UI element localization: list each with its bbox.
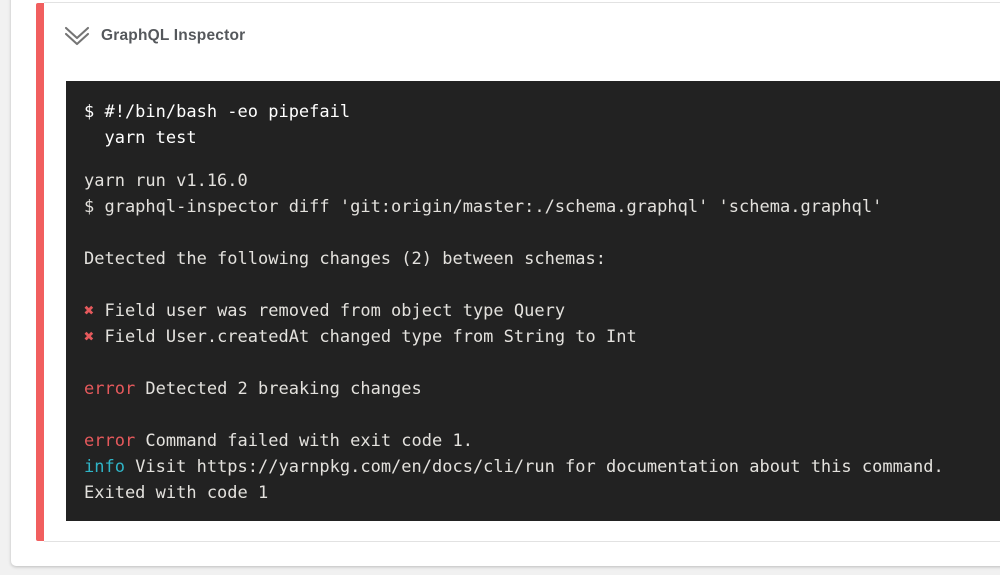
step-header[interactable]: GraphQL Inspector — [63, 24, 245, 48]
terminal-line: $ graphql-inspector diff 'git:origin/mas… — [84, 194, 1000, 220]
double-chevron-down-icon — [64, 26, 90, 46]
step-title: GraphQL Inspector — [101, 27, 246, 44]
terminal-line: error Command failed with exit code 1. — [84, 428, 1000, 454]
terminal-segment: Command failed with exit code 1. — [135, 431, 473, 451]
terminal-line: error Detected 2 breaking changes — [84, 376, 1000, 402]
terminal-line — [84, 220, 1000, 246]
terminal-command: $ #!/bin/bash -eo pipefail yarn test — [84, 102, 351, 148]
terminal-segment: Visit https://yarnpkg.com/en/docs/cli/ru… — [124, 457, 944, 477]
terminal-segment-cyan: info — [84, 457, 125, 477]
job-step-card: GraphQL Inspector $ #!/bin/bash -eo pipe… — [11, 0, 1000, 566]
terminal-segment: yarn run v1.16.0 — [84, 171, 248, 191]
step-top-divider — [44, 2, 1000, 3]
terminal-segment-red: ✖ — [84, 301, 95, 321]
terminal-segment: Field user was removed from object type … — [94, 301, 566, 321]
terminal-body: yarn run v1.16.0 $ graphql-inspector diff… — [84, 168, 1000, 506]
terminal-segment: Field User.createdAt changed type from S… — [94, 327, 637, 347]
terminal-line: yarn run v1.16.0 — [84, 168, 1000, 194]
collapse-double-chevron-icon[interactable] — [63, 24, 91, 48]
terminal-line: Detected the following changes (2) betwe… — [84, 246, 1000, 272]
terminal-line: Exited with code 1 — [84, 480, 1000, 506]
failed-step-indicator — [36, 3, 44, 541]
terminal-line — [84, 402, 1000, 428]
terminal-segment: $ graphql-inspector diff 'git:origin/mas… — [84, 197, 883, 217]
step-bottom-divider — [44, 541, 1000, 542]
terminal-segment: Detected 2 breaking changes — [135, 379, 422, 399]
terminal-segment: Exited with code 1 — [84, 483, 269, 503]
terminal-output: $ #!/bin/bash -eo pipefail yarn test yar… — [66, 81, 1000, 521]
terminal-segment-red: error — [84, 431, 136, 451]
terminal-line: ✖ Field User.createdAt changed type from… — [84, 324, 1000, 350]
terminal-segment: Detected the following changes (2) betwe… — [84, 249, 606, 269]
terminal-line: info Visit https://yarnpkg.com/en/docs/c… — [84, 454, 1000, 480]
terminal-line: ✖ Field user was removed from object typ… — [84, 298, 1000, 324]
terminal-segment-red: error — [84, 379, 136, 399]
terminal-segment-red: ✖ — [84, 327, 95, 347]
terminal-line — [84, 272, 1000, 298]
terminal-line — [84, 350, 1000, 376]
